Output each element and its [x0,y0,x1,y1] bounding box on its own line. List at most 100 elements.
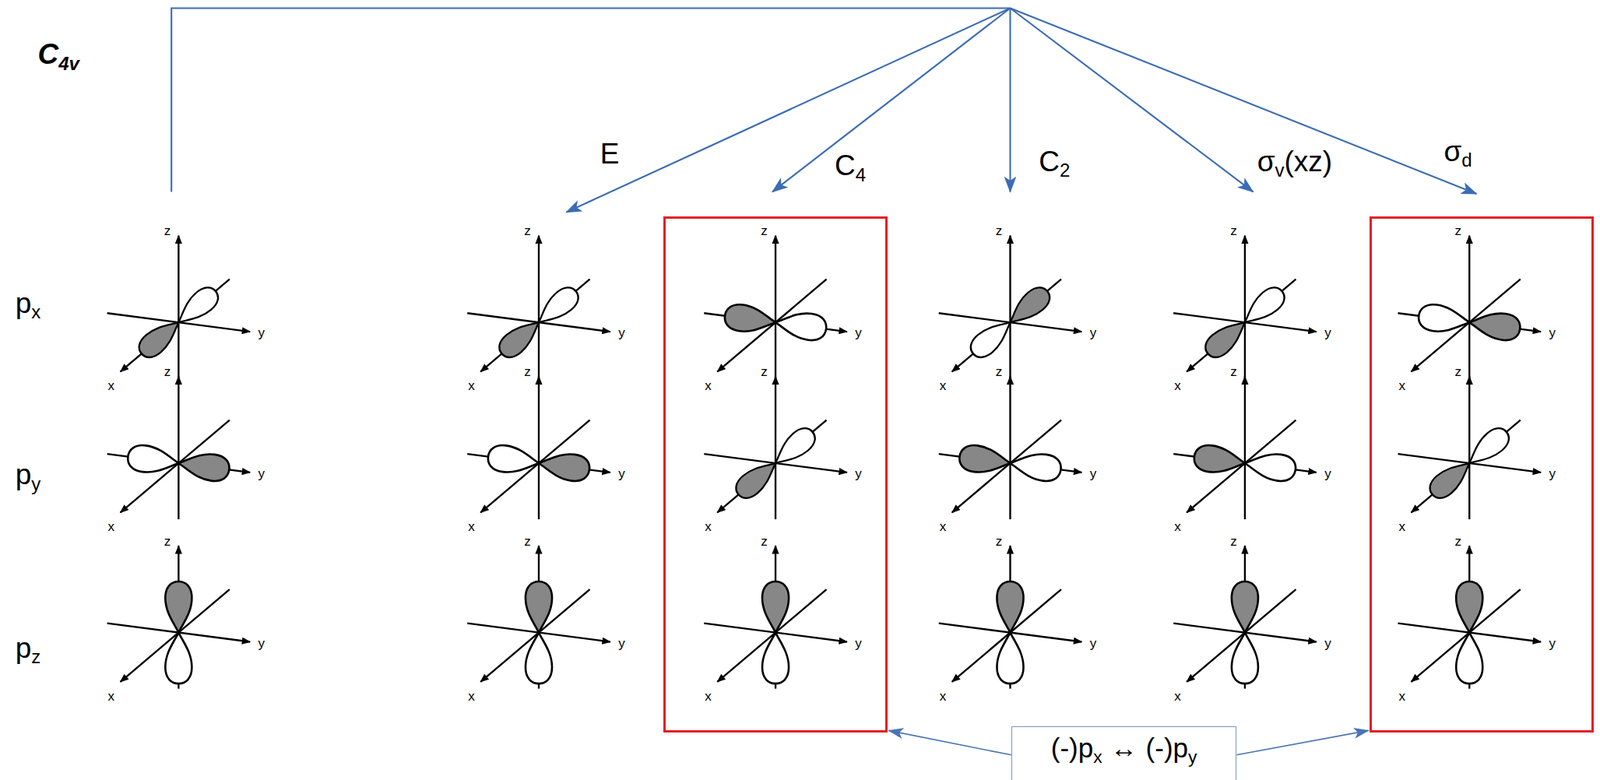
subscript: 2 [1059,159,1070,181]
axis-label: y [618,326,626,340]
axis-label: y [258,326,266,340]
orbital-lobe [165,632,192,685]
orbital-lobe [133,313,186,363]
operation-label: E [600,138,620,168]
pointer-arrow [566,7,1010,212]
orbital-figure [703,376,847,520]
orbital-lobe [768,423,820,472]
axis-label: y [1548,467,1556,481]
pointer-arrow [1009,7,1011,192]
orbital-figure [1173,545,1316,689]
orbital-lobe [723,302,778,336]
axis-label: z [1455,534,1463,548]
connector-arrow [1236,730,1368,755]
orbital-label: py [15,460,42,489]
orbital-label: pz [15,633,42,663]
axis-label: x [108,689,116,703]
axis-label: z [523,365,531,379]
note-box: (-)px↔(-)py [1011,726,1238,780]
axis-label: z [1230,365,1238,379]
orbital-lobe [486,443,541,477]
pointer-arrow [1009,7,1477,194]
orbital-lobe [731,454,783,503]
orbital-figure [107,545,250,689]
orbital-figure [467,235,610,379]
orbital-figure [938,235,1082,379]
axes [1398,235,1541,379]
subscript: d [1461,149,1472,171]
highlight-frame: zyxzyxzyx [1369,216,1594,733]
axis-label: y [854,636,862,650]
subscript: 4v [58,52,80,74]
orbital-lobe [126,443,180,477]
bracket-line [171,7,1010,192]
orbital-lobe [165,581,192,633]
connector-arrow [888,730,1012,755]
axes [467,376,610,520]
axis-label: y [258,467,266,481]
symbol: C [1038,145,1060,178]
axes [938,376,1082,520]
axis-label: x [939,689,947,703]
operation-label: C4 [834,151,866,180]
subscript: 4 [855,163,866,185]
orbital-lobe [531,282,584,331]
symbol: C [834,149,856,182]
orbital-figure [467,376,610,520]
axes [107,235,250,379]
axis-label: y [1324,467,1332,481]
axis-label: x [1174,689,1182,703]
operation-label: σv(xz) [1257,147,1333,176]
axis-label: y [1090,636,1098,650]
orbital-figure [703,545,847,689]
orbital-figure [1398,545,1541,689]
symbol: C [37,38,59,71]
orbital-figure [467,545,610,689]
highlight-frame: zyxzyxzyx [663,216,888,733]
orbital-lobe [996,632,1024,685]
orbital-lobe [1455,632,1483,685]
axes [107,376,250,520]
figure-title: C4v [37,39,79,69]
orbital-label: px [15,288,42,318]
orbital-figure [107,376,250,520]
axis-label: x [108,379,116,393]
subscript: x [1093,746,1102,767]
axes [938,235,1082,379]
axes [938,545,1082,689]
symbol: E [600,137,620,169]
orbital-lobe [1467,309,1522,342]
orbital-figure [107,235,250,379]
axes [703,376,847,520]
axis-label: z [995,534,1003,548]
orbital-lobe [1237,282,1290,331]
subscript: v [1274,159,1284,181]
axis-label: z [164,534,172,548]
symbol: p [15,632,32,665]
axis-label: y [854,326,862,340]
axes [1173,376,1316,520]
axis-label: x [704,379,712,393]
symbol: σ [1443,134,1462,167]
axis-label: y [1548,636,1556,650]
note-text: (-)p [1051,732,1094,764]
orbital-lobe [996,581,1024,633]
orbital-lobe [1455,581,1483,633]
orbital-lobe [773,309,828,342]
axis-label: z [523,534,531,548]
axis-label: x [108,520,116,534]
axes [467,235,610,379]
orbital-lobe [1231,632,1259,685]
orbital-figure [1173,376,1316,520]
orbital-lobe [1192,443,1247,477]
axis-label: x [1398,689,1406,703]
symbol: σ [1257,145,1276,178]
axes [703,235,847,379]
axis-label: y [854,467,862,481]
orbital-lobe [762,632,789,685]
axis-label: x [1398,379,1406,393]
subscript: y [1188,746,1197,767]
